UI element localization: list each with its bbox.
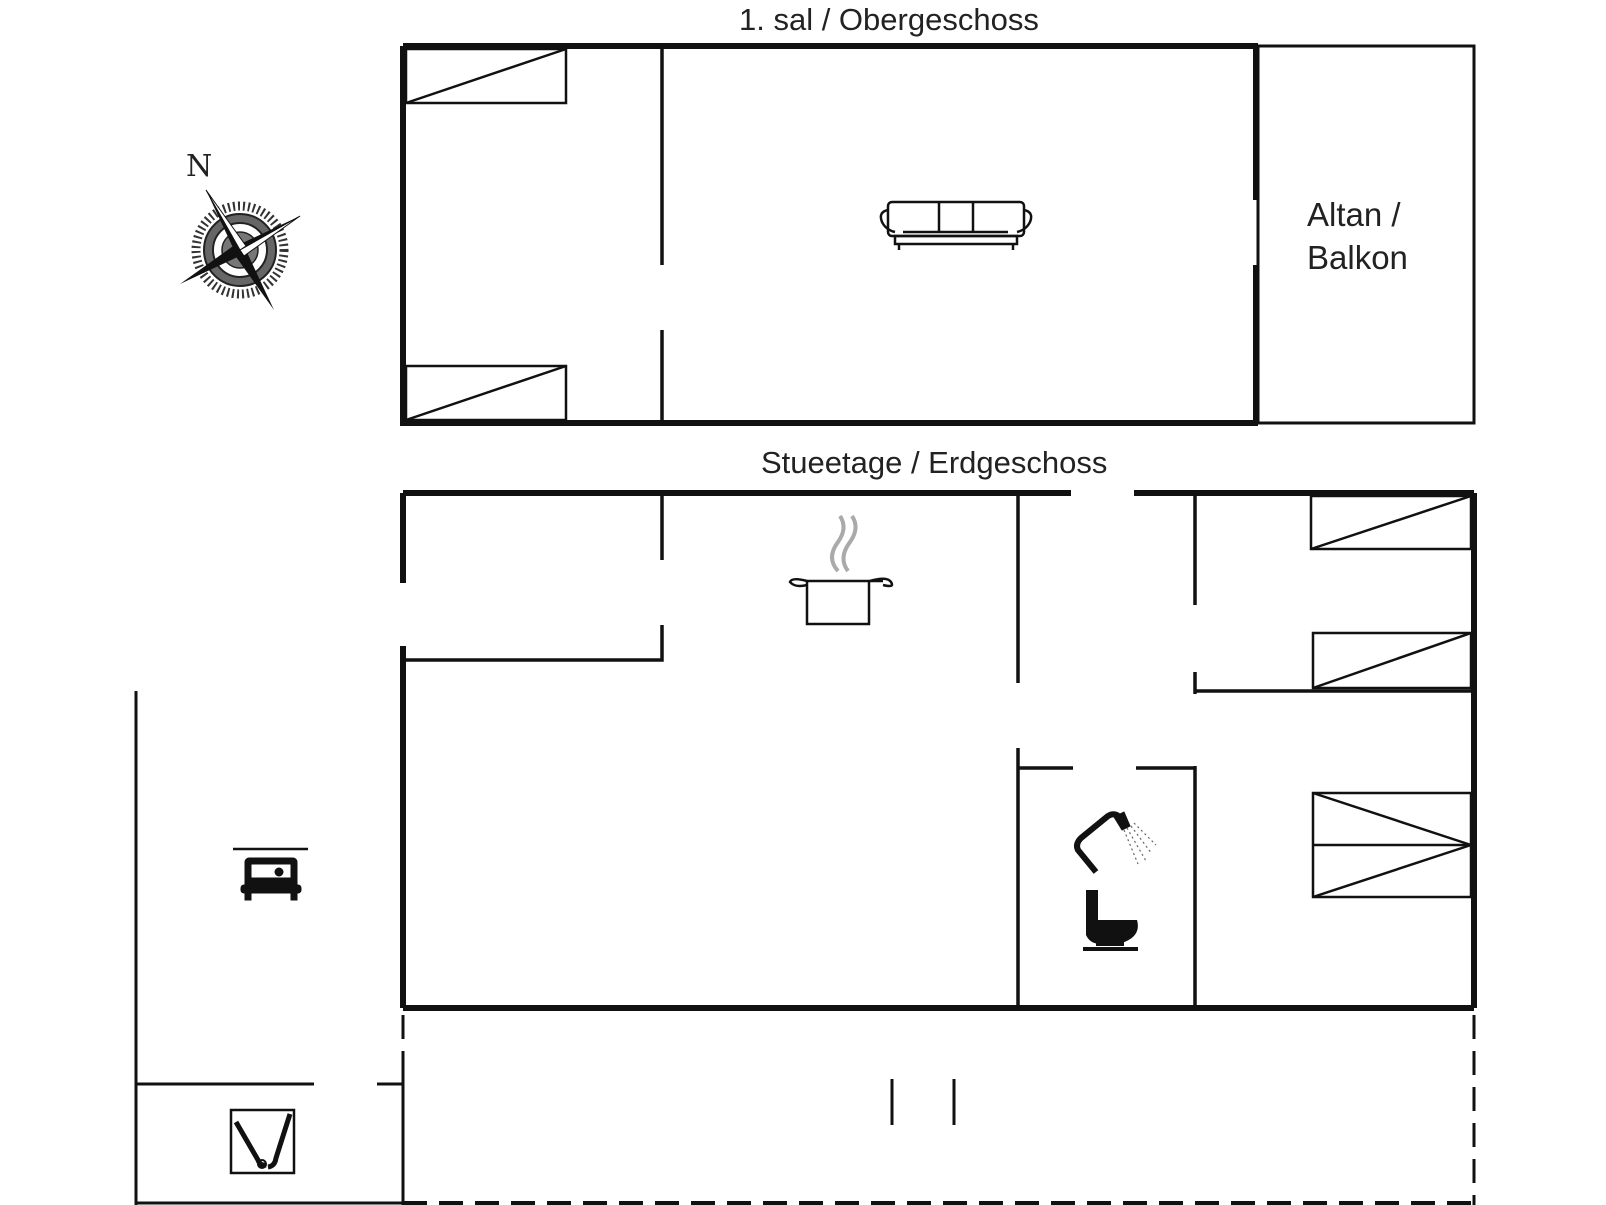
cooking-pot-icon	[788, 514, 894, 626]
upper-outer-wall	[400, 43, 1258, 426]
toilet-icon	[1083, 890, 1138, 951]
balcony-outline	[1256, 44, 1476, 425]
bed-ground-3	[1311, 791, 1473, 899]
compass-rose-icon	[180, 189, 301, 310]
bed-upper-bottom	[404, 364, 568, 422]
entry-wall-lower	[403, 625, 664, 662]
balcony-label: Altan / Balkon	[1307, 193, 1408, 279]
bed-ground-1	[1309, 494, 1473, 551]
ground-floor	[400, 490, 1477, 1011]
bed-ground-2	[1311, 631, 1473, 690]
compass-north-label: N	[186, 149, 213, 184]
upper-floor-title: 1. sal / Obergeschoss	[739, 2, 1039, 37]
tools-icon	[229, 1108, 296, 1175]
balcony-label-line1: Altan /	[1307, 196, 1401, 233]
upper-floor	[400, 43, 1476, 426]
shower-icon	[1074, 811, 1157, 874]
annex	[134, 691, 405, 1205]
car-icon	[233, 847, 308, 901]
sofa-icon	[879, 200, 1033, 250]
terrace	[401, 1015, 1476, 1205]
bed-upper-top	[404, 47, 568, 105]
balcony-label-line2: Balkon	[1307, 239, 1408, 276]
ground-floor-title: Stueetage / Erdgeschoss	[761, 445, 1108, 480]
